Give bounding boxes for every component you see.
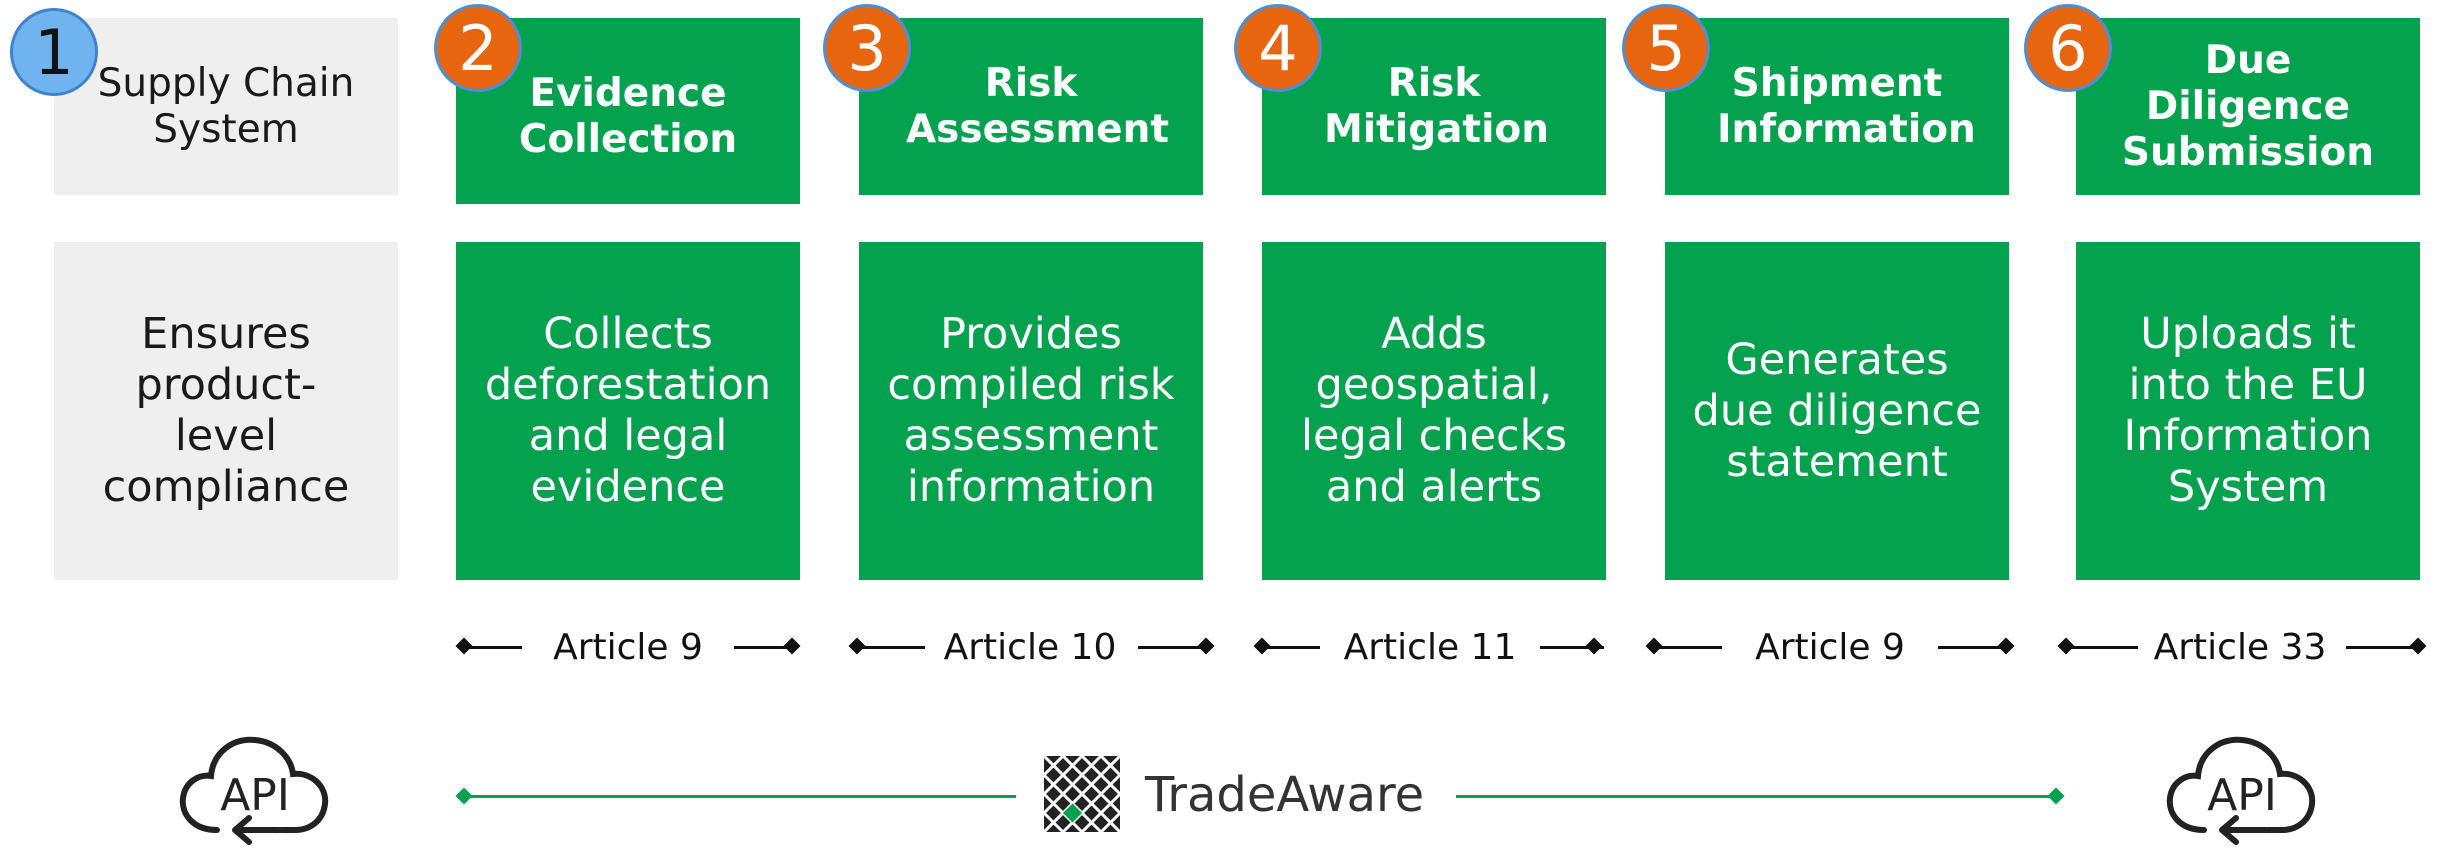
step-2-badge: 2 — [434, 4, 522, 92]
brand-name: TradeAware — [1145, 767, 1425, 823]
step-1-description-box: Ensures product-level compliance — [54, 242, 398, 580]
step-5-description-box: Generates due diligence statement — [1665, 242, 2009, 580]
api-label-left: API — [220, 770, 290, 821]
step-2-header: Evidence Collection — [456, 18, 800, 204]
step-4-description-box: Adds geospatial, legal checks and alerts — [1262, 242, 1606, 580]
step-4-badge: 4 — [1234, 4, 1322, 92]
step-5-header: Shipment Information — [1665, 18, 2009, 195]
cloud-api-icon — [179, 736, 329, 845]
dim-line — [1540, 646, 1604, 649]
step-2-title: Evidence Collection — [518, 71, 738, 162]
tradeaware-logo — [1042, 754, 1122, 834]
dim-end-right — [1997, 637, 2015, 655]
api-cloud-left: API — [175, 722, 335, 852]
step-4-title: Risk Mitigation — [1324, 60, 1549, 152]
dim-line — [2064, 646, 2138, 649]
dim-line — [734, 646, 794, 649]
dim-end-right — [1585, 637, 1603, 655]
step-6-badge: 6 — [2024, 4, 2112, 92]
step-3-description-box: Provides compiled risk assessment inform… — [859, 242, 1203, 580]
flow-line-end-right — [2047, 787, 2065, 805]
dim-line — [1652, 646, 1722, 649]
article-label-2: Article 9 — [553, 627, 703, 668]
step-1-title: Supply Chain System — [97, 60, 355, 152]
step-5-description: Generates due diligence statement — [1692, 334, 1982, 487]
api-label-right: API — [2207, 770, 2277, 821]
dim-line — [855, 646, 925, 649]
step-2-description-box: Collects deforestation and legal evidenc… — [456, 242, 800, 580]
step-1-header: Supply Chain System — [54, 18, 398, 195]
flow-line-right — [1456, 795, 2056, 798]
article-label-4: Article 11 — [1343, 627, 1517, 668]
step-5-title: Shipment Information — [1717, 60, 1976, 152]
dim-line — [1260, 646, 1320, 649]
dim-end-right — [1197, 637, 1215, 655]
step-6-description-box: Uploads it into the EU Information Syste… — [2076, 242, 2420, 580]
step-3-description: Provides compiled risk assessment inform… — [887, 309, 1175, 512]
step-1-description: Ensures product-level compliance — [102, 309, 350, 512]
flow-line-left — [464, 795, 1016, 798]
step-4-description: Adds geospatial, legal checks and alerts — [1301, 309, 1567, 512]
article-label-3: Article 10 — [943, 627, 1117, 668]
article-label-6: Article 33 — [2153, 627, 2327, 668]
step-6-title: Due Diligence Submission — [2121, 37, 2375, 175]
step-6-description: Uploads it into the EU Information Syste… — [2123, 309, 2373, 512]
dim-line — [1138, 646, 1208, 649]
dim-line — [462, 646, 522, 649]
step-3-title: Risk Assessment — [906, 60, 1169, 152]
step-3-badge: 3 — [823, 4, 911, 92]
dim-end-right — [783, 637, 801, 655]
api-cloud-right: API — [2162, 722, 2322, 852]
step-3-header: Risk Assessment — [859, 18, 1203, 195]
step-2-description: Collects deforestation and legal evidenc… — [484, 309, 772, 512]
step-6-header: Due Diligence Submission — [2076, 18, 2420, 195]
cloud-api-icon — [2166, 736, 2316, 845]
step-1-badge: 1 — [10, 8, 98, 96]
dim-end-right — [2409, 637, 2427, 655]
lattice-logo-icon — [1042, 754, 1122, 834]
article-label-5: Article 9 — [1755, 627, 1905, 668]
step-5-badge: 5 — [1622, 4, 1710, 92]
dim-line — [1938, 646, 2008, 649]
dim-line — [2346, 646, 2416, 649]
